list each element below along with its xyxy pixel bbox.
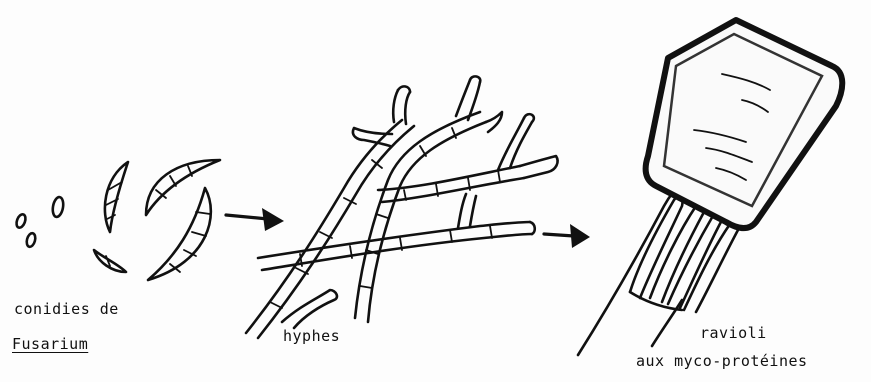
conidia-label: conidies de xyxy=(14,300,119,318)
conidium-small xyxy=(94,250,126,272)
hyphae-network xyxy=(246,76,558,338)
hyphae-label: hyphes xyxy=(283,327,340,345)
fusarium-conidia xyxy=(15,160,220,280)
ravioli-icon xyxy=(646,20,843,228)
conidium-crescent xyxy=(105,162,128,232)
conidium-crescent xyxy=(146,160,220,215)
mycoprotein-label: aux myco-protéines xyxy=(636,352,808,370)
spore-oval xyxy=(15,213,27,229)
hypha xyxy=(258,222,530,258)
spore-oval xyxy=(25,232,36,248)
spore-oval xyxy=(51,196,64,217)
fusarium-label: Fusarium xyxy=(12,335,88,353)
arrow-icon xyxy=(544,224,590,248)
ravioli-label: ravioli xyxy=(700,324,767,342)
arrow-icon xyxy=(226,208,284,231)
